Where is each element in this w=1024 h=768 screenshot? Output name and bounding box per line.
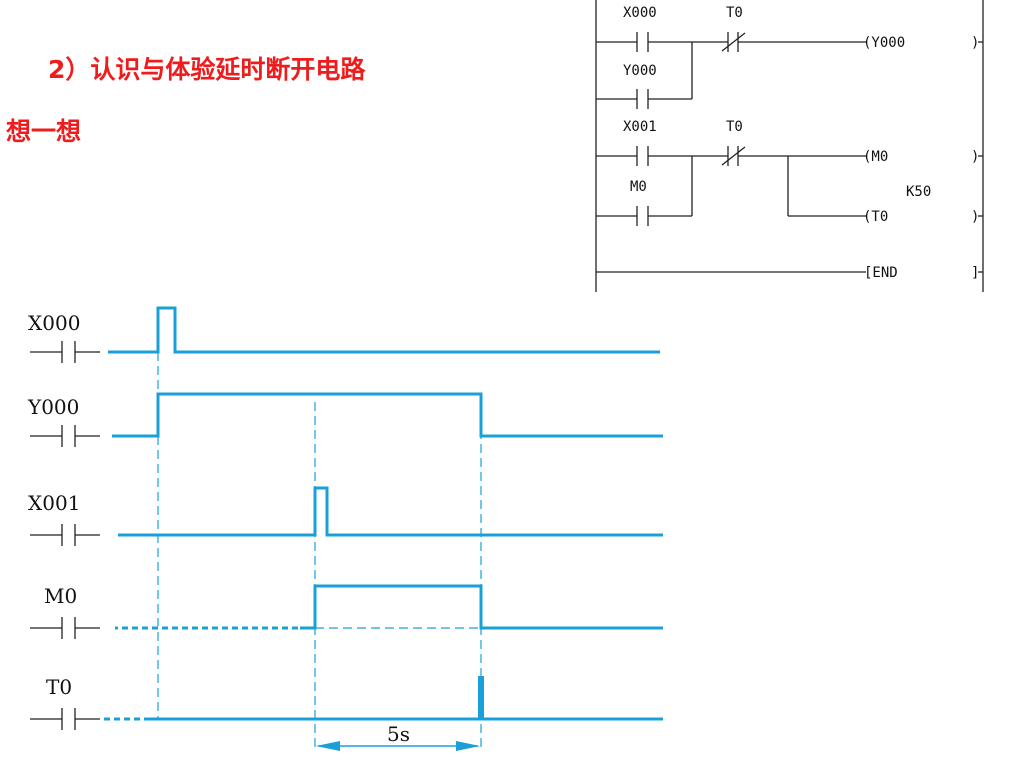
contact-label-t0: T0	[726, 5, 743, 21]
signal-label-x001: X001	[28, 491, 80, 515]
coil-end-t0: )	[971, 209, 979, 225]
waveform-m0	[115, 584, 663, 630]
waveform-x000	[108, 306, 660, 354]
contact-label-x000: X000	[623, 5, 657, 21]
contact-label-m0: M0	[630, 179, 647, 195]
waveform-y000	[112, 392, 663, 438]
contact-symbols	[30, 341, 100, 730]
baseline-dashes	[100, 626, 300, 721]
coil-end-y000: )	[971, 35, 979, 51]
ladder-diagram	[595, 0, 984, 292]
end-bracket: ]	[971, 265, 979, 281]
section-heading: 想一想	[6, 117, 82, 146]
waveforms	[100, 306, 663, 721]
contact-t0-icon	[30, 708, 100, 730]
contact-label-y000: Y000	[623, 63, 657, 79]
ladder-labels: X000 T0 Y000 (Y000 ) X001 T0 M0 (M0 ) K5…	[623, 5, 979, 281]
contact-label-t0-2: T0	[726, 119, 743, 135]
contact-y000-icon	[30, 425, 100, 447]
signal-label-y000: Y000	[27, 395, 79, 419]
interval-label: 5s	[387, 722, 410, 746]
contact-label-x001: X001	[623, 119, 657, 135]
arrow-left-icon	[316, 741, 340, 751]
coil-label-t0: (T0	[863, 209, 888, 225]
waveform-t0	[100, 676, 663, 721]
timing-guides	[157, 352, 482, 752]
page-title: 2）认识与体验延时断开电路	[48, 55, 366, 84]
contact-x000-icon	[30, 341, 100, 363]
end-instruction-label: [END	[864, 265, 898, 281]
signal-label-x000: X000	[28, 311, 80, 335]
contact-m0-icon	[30, 617, 100, 639]
t0-pulse	[478, 676, 484, 719]
coil-label-m0: (M0	[863, 149, 888, 165]
rung-1	[596, 32, 983, 109]
interval-marker: 5s	[316, 722, 480, 751]
coil-end-m0: )	[971, 149, 979, 165]
contact-x001-icon	[30, 524, 100, 546]
arrow-right-icon	[456, 741, 480, 751]
timing-diagram: X000 Y000 X001 M0 T0	[27, 306, 663, 752]
signal-label-t0: T0	[46, 675, 72, 699]
signal-label-m0: M0	[44, 584, 77, 608]
coil-label-y000: (Y000	[863, 35, 905, 51]
timer-setting-k50: K50	[906, 184, 931, 200]
waveform-x001	[118, 486, 663, 537]
rung-2	[596, 146, 983, 226]
